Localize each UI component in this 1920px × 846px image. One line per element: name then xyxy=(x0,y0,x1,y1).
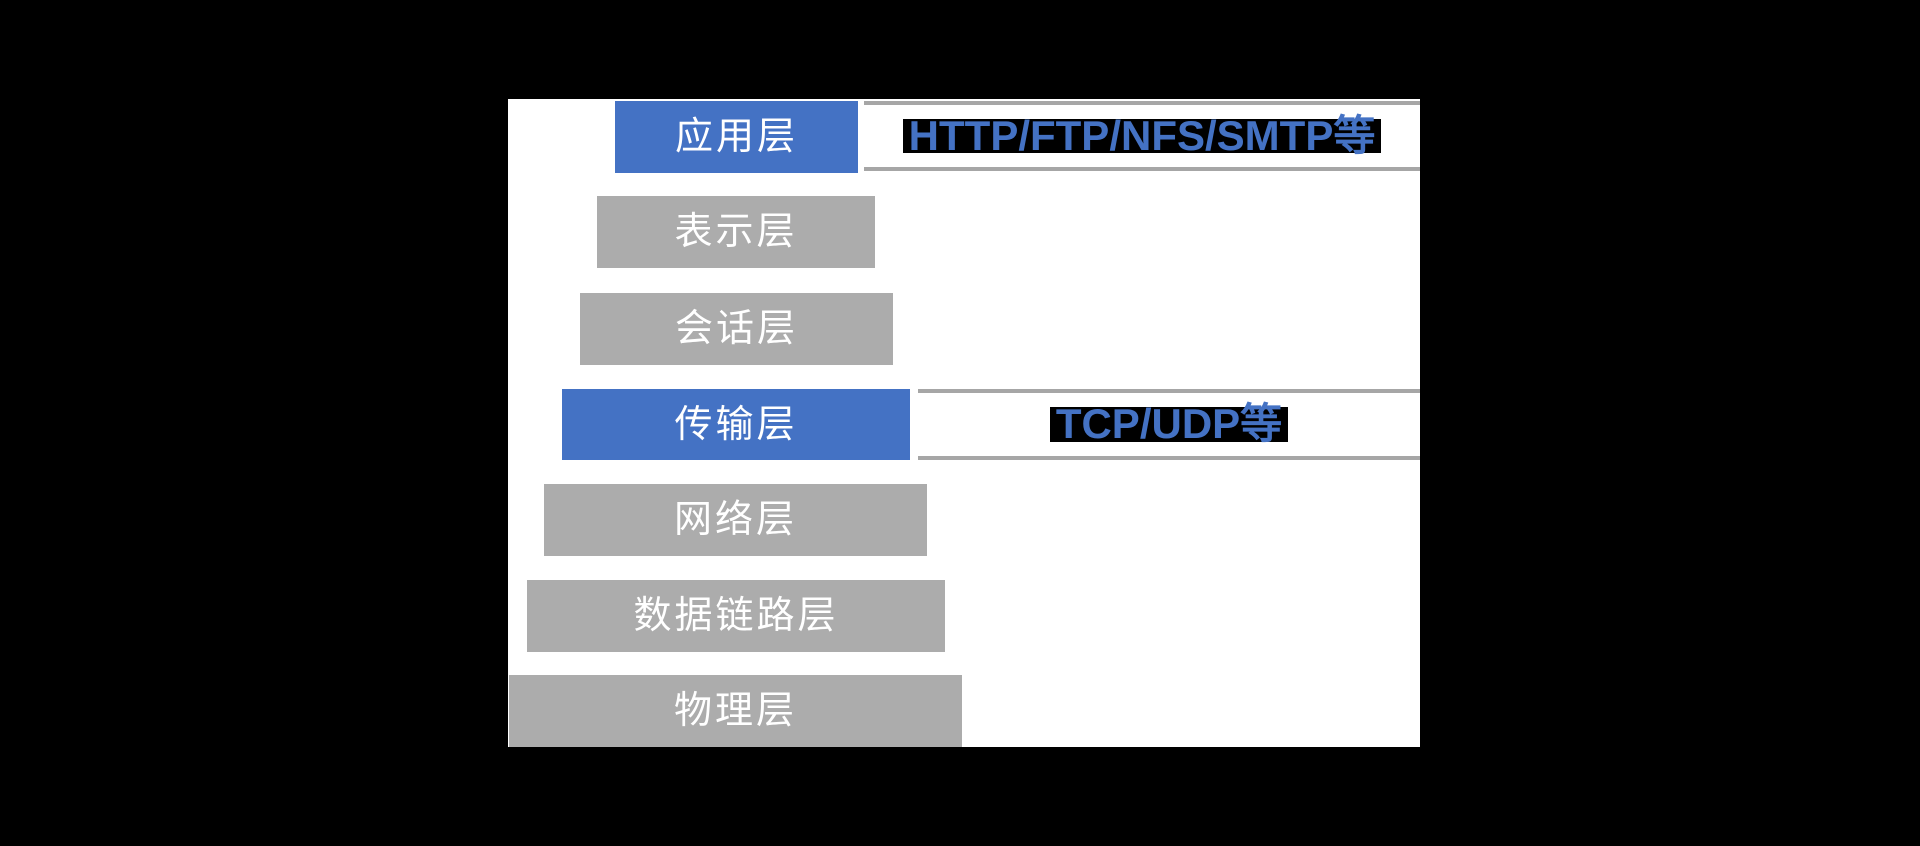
layer-box-transport: 传输层 xyxy=(562,389,910,460)
layer-box-presentation: 表示层 xyxy=(597,196,875,268)
layer-label-datalink: 数据链路层 xyxy=(633,595,839,637)
layer-box-application: 应用层 xyxy=(615,101,858,173)
layer-box-network: 网络层 xyxy=(544,484,927,556)
layer-label-session: 会话层 xyxy=(674,308,798,350)
layer-box-datalink: 数据链路层 xyxy=(527,580,945,652)
annotation-row-application-protocols: HTTP/FTP/NFS/SMTP等 xyxy=(864,101,1420,171)
layer-label-transport: 传输层 xyxy=(674,403,798,446)
annotation-row-transport-protocols: TCP/UDP等 xyxy=(918,389,1420,460)
layer-label-presentation: 表示层 xyxy=(674,211,798,253)
annotation-text-transport-protocols: TCP/UDP等 xyxy=(1049,403,1289,445)
layer-label-network: 网络层 xyxy=(673,499,797,541)
layer-box-physical: 物理层 xyxy=(509,675,962,747)
annotation-text-application-protocols: HTTP/FTP/NFS/SMTP等 xyxy=(902,114,1382,157)
layer-label-physical: 物理层 xyxy=(673,690,797,732)
layer-label-application: 应用层 xyxy=(674,116,798,158)
osi-diagram-panel: 应用层 表示层 会话层 传输层 网络层 数据链路层 物理层 HTTP/FTP/N… xyxy=(508,99,1420,747)
layer-box-session: 会话层 xyxy=(580,293,893,365)
